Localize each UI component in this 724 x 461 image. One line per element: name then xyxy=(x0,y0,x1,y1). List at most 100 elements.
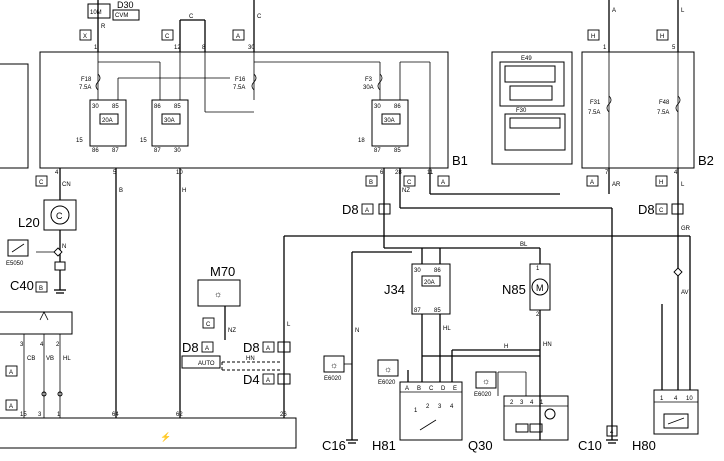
label-h80: H80 xyxy=(632,438,656,453)
b1-bottom-wires xyxy=(59,168,679,440)
fuse-f48-id: F48 xyxy=(659,100,670,106)
tag-a2: A xyxy=(441,180,445,186)
label-d8-4: D8 xyxy=(638,202,655,217)
wire-l-d8: L xyxy=(287,322,291,328)
pin-12: 12 xyxy=(174,45,181,51)
pin-left-1: 4 xyxy=(40,342,44,348)
module-b1-label: B1 xyxy=(452,153,468,168)
relay-2-pin-85: 85 xyxy=(174,104,181,110)
fusebox-location-inset: E49 F30 xyxy=(491,51,573,165)
fuse-f18-id: F18 xyxy=(81,77,92,83)
label-d8-3: D8 xyxy=(342,202,359,217)
wire-nz: NZ xyxy=(402,188,410,194)
tag-a-d4-text: A xyxy=(266,378,270,384)
wire-gr: GR xyxy=(681,226,691,232)
wire-ar: AR xyxy=(612,182,621,188)
label-d8-1: D8 xyxy=(182,340,199,355)
pin-1: 1 xyxy=(94,45,98,51)
wire-l2: L xyxy=(681,182,685,188)
h81-pin-e: E xyxy=(453,386,457,392)
fuse-f18: F18 7.5A xyxy=(79,73,101,91)
wire-l: L xyxy=(681,8,685,14)
h81-pin-b: B xyxy=(417,386,421,392)
d8-3-pin-box xyxy=(378,203,391,215)
relay-1-pin-86: 86 xyxy=(92,148,99,154)
relay-1-rating: 20A xyxy=(102,118,113,124)
h80-pin-4: 4 xyxy=(674,396,678,402)
relay-2-tag: 15 xyxy=(140,138,147,144)
pin-62: 62 xyxy=(176,412,183,418)
h81-pin-1: 1 xyxy=(414,408,418,414)
fuse-f31: F31 7.5A xyxy=(588,95,612,116)
top-left-partial-label: D30 xyxy=(117,0,134,10)
tag-c-d8-4 xyxy=(655,203,668,215)
pin-28: 28 xyxy=(395,170,402,176)
h80-pin-1: 1 xyxy=(660,396,664,402)
fuse-f3-rating: 30A xyxy=(363,85,374,91)
tag-a-left: A xyxy=(9,370,13,376)
component-l20: C xyxy=(36,199,77,294)
j34-pin-86: 86 xyxy=(434,268,441,274)
h81-pin-3: 3 xyxy=(438,404,442,410)
relay-2: 30A 86 85 87 30 15 xyxy=(140,99,189,154)
q30-pin-1: 1 xyxy=(540,400,544,406)
relay-3-pin-85: 85 xyxy=(394,148,401,154)
module-b2-label: B2 xyxy=(698,153,714,168)
relay-1: 20A 30 85 86 87 15 xyxy=(76,99,127,154)
wire-c: C xyxy=(189,14,194,20)
top-connector-tags: X C A H H xyxy=(79,29,669,41)
ground-e6020-3-label: E6020 xyxy=(474,392,492,398)
ground-e6020-1: ☼ E6020 xyxy=(323,355,352,382)
tag-b1: B xyxy=(369,180,373,186)
pin-7: 7 xyxy=(605,170,609,176)
wire-cb: CB xyxy=(27,356,35,362)
ground-e5050-label: E5050 xyxy=(6,261,24,267)
label-n85: N85 xyxy=(502,282,526,297)
tag-c-d8-4-text: C xyxy=(659,208,664,214)
tag-a-d4 xyxy=(262,373,275,385)
h81-pin-c: C xyxy=(429,386,434,392)
ground-e6020-2-label: E6020 xyxy=(378,380,396,386)
relay-1-pin-30: 30 xyxy=(92,104,99,110)
wire-cn: CN xyxy=(62,182,71,188)
tag-a-d8-2 xyxy=(262,341,275,353)
pin-11: 11 xyxy=(427,170,434,176)
splice-h80 xyxy=(673,267,683,277)
pin-10: 10 xyxy=(176,170,183,176)
ground-e6020-3: ☼ E6020 xyxy=(474,371,497,398)
component-m70: ☼ C NZ xyxy=(197,279,241,340)
tag-a-d8-2-text: A xyxy=(266,346,270,352)
svg-text:☼: ☼ xyxy=(384,364,392,374)
tag-c3: C xyxy=(407,180,412,186)
component-q30: 2 3 4 1 xyxy=(497,371,569,441)
label-c40: C40 xyxy=(10,278,34,293)
relay-1-tag: 15 xyxy=(76,138,83,144)
tag-c2: C xyxy=(39,180,44,186)
wire-bl: BL xyxy=(520,242,528,248)
wire-h-h81: H xyxy=(504,344,508,350)
relay-1-pin-87: 87 xyxy=(112,148,119,154)
top-code-2: CVM xyxy=(115,13,128,19)
wire-gv: NZ xyxy=(228,328,236,334)
fuse-f3-id: F3 xyxy=(365,77,373,83)
q30-pin-4: 4 xyxy=(530,400,534,406)
relay-1-pin-85: 85 xyxy=(112,104,119,110)
j34-pin-30: 30 xyxy=(414,268,421,274)
pin-3-left: 1 xyxy=(57,412,61,418)
fuse-f3: F3 30A xyxy=(363,73,383,91)
component-h81: A B C D E 1 2 3 4 xyxy=(399,349,540,441)
wire-c-2: C xyxy=(257,14,262,20)
svg-text:☼: ☼ xyxy=(482,376,490,386)
wire-hl: HL xyxy=(63,356,71,362)
j34-pin-87: 87 xyxy=(414,308,421,314)
ground-e6020-1-label: E6020 xyxy=(324,376,342,382)
pin-4b: 4 xyxy=(674,170,678,176)
relay-2-rating: 30A xyxy=(164,118,175,124)
d8-4-pin-box xyxy=(671,203,684,215)
fuse-f31-id: F31 xyxy=(590,100,601,106)
relay-2-pin-87: 87 xyxy=(154,148,161,154)
svg-text:C: C xyxy=(56,211,63,221)
ecu-symbol: ⚡ xyxy=(160,431,171,443)
pin-b2-1: 1 xyxy=(603,45,607,51)
tag-h3: H xyxy=(659,180,663,186)
